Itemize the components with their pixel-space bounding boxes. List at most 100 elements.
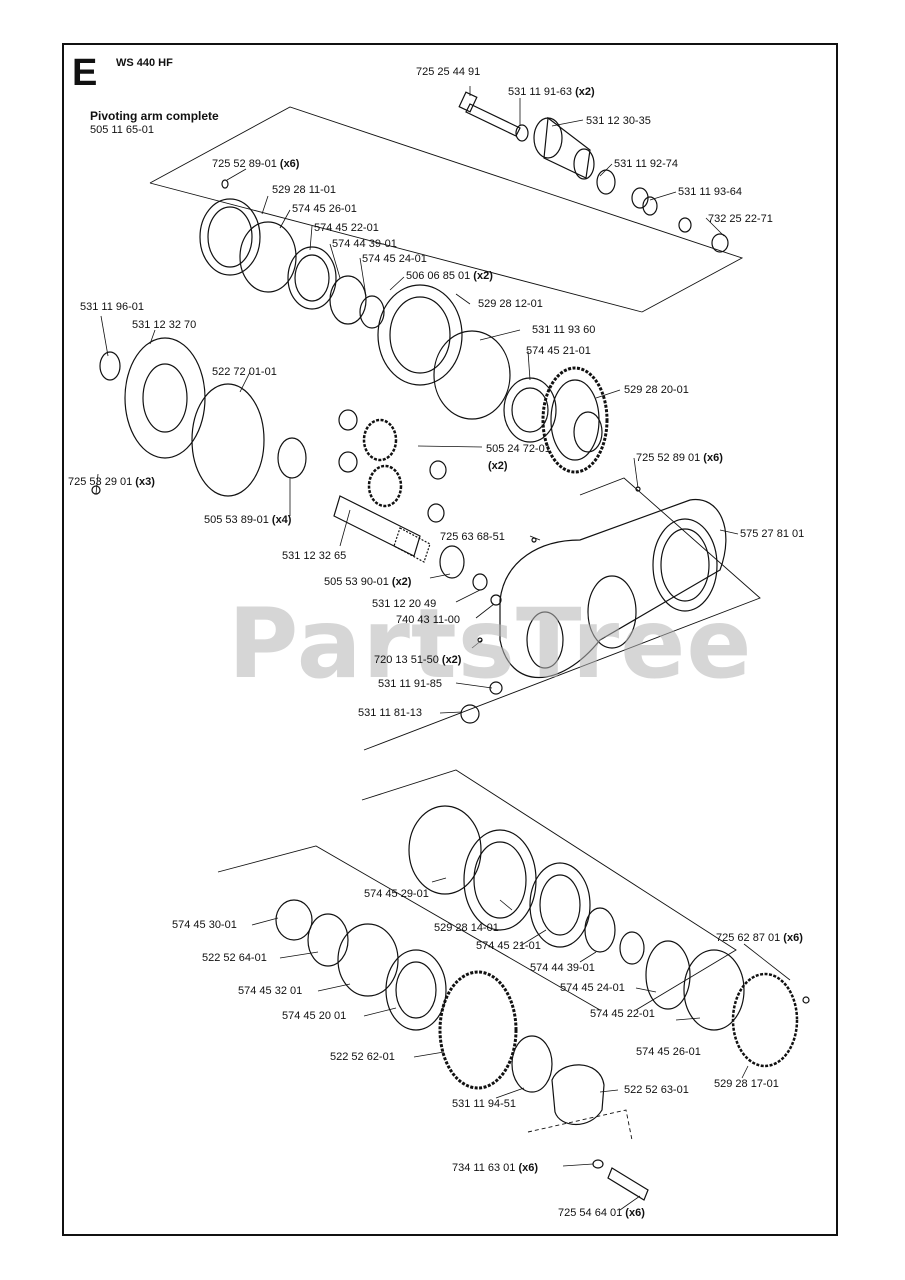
gear-upper [541, 366, 609, 474]
part-label-p09[interactable]: 574 45 26-01 [292, 203, 357, 215]
part-number: 725 52 89-01 [212, 158, 277, 170]
part-number: 529 28 14-01 [434, 922, 499, 934]
part-number: 506 06 85 01 [406, 270, 471, 282]
part-label-p24[interactable]: 725 53 29 01 (x3) [68, 476, 155, 488]
part-number: 725 62 87 01 [716, 932, 781, 944]
part-number: 725 54 64 01 [558, 1207, 623, 1219]
part-label-p41[interactable]: 574 44 39-01 [530, 962, 595, 974]
assembly-part-number: 505 11 65-01 [90, 124, 155, 136]
part-quantity: (x2) [572, 86, 595, 98]
part-label-p44[interactable]: 574 45 22-01 [590, 1008, 655, 1020]
part-label-p27[interactable]: 575 27 81 01 [740, 528, 804, 540]
part-label-p11[interactable]: 574 44 39-01 [332, 238, 397, 250]
part-label-p21[interactable]: 505 24 72-01 [486, 443, 551, 455]
part-label-p17[interactable]: 531 11 93 60 [532, 324, 595, 336]
part-number: 522 52 64-01 [202, 952, 267, 964]
part-label-p49[interactable]: 522 52 63-01 [624, 1084, 689, 1096]
seal-plates-upper [199, 179, 557, 443]
part-label-p45[interactable]: 574 45 20 01 [282, 1010, 346, 1022]
part-label-p26[interactable]: 725 63 68-51 [440, 531, 505, 543]
part-label-p06[interactable]: 732 25 22-71 [708, 213, 773, 225]
part-label-p14[interactable]: 529 28 12-01 [478, 298, 543, 310]
part-number: 574 44 39-01 [332, 238, 397, 250]
part-label-p10[interactable]: 574 45 22-01 [314, 222, 379, 234]
part-quantity: (x6) [780, 932, 803, 944]
part-label-p51[interactable]: 734 11 63 01 (x6) [452, 1162, 538, 1174]
planet-gears [338, 409, 447, 523]
part-number: 740 43 11-00 [396, 614, 461, 626]
partstree-watermark: PartsTree [228, 588, 753, 700]
part-label-p13[interactable]: 506 06 85 01 (x2) [406, 270, 493, 282]
part-label-p38[interactable]: 574 45 21-01 [476, 940, 541, 952]
part-number: 574 45 22-01 [314, 222, 379, 234]
part-label-p02[interactable]: 531 11 91-63 (x2) [508, 86, 595, 98]
part-number: 574 45 32 01 [238, 985, 303, 997]
part-label-p50[interactable]: 531 11 94-51 [452, 1098, 516, 1110]
part-label-p08[interactable]: 529 28 11-01 [272, 184, 336, 196]
leader-lines [95, 86, 791, 1211]
part-number: 574 45 29-01 [364, 888, 429, 900]
part-number: 531 12 32 65 [282, 550, 347, 562]
part-label-p16[interactable]: 531 12 32 70 [132, 319, 196, 331]
part-label-p12[interactable]: 574 45 24-01 [362, 253, 427, 265]
part-label-p28[interactable]: 531 12 32 65 [282, 550, 346, 562]
part-number: 531 11 92-74 [614, 158, 679, 170]
group-outline-lower [361, 769, 737, 1011]
part-label-p20[interactable]: 529 28 20-01 [624, 384, 689, 396]
part-number: 531 11 94-51 [452, 1098, 517, 1110]
part-label-p01[interactable]: 725 25 44 91 [416, 66, 480, 78]
part-number: 531 12 32 70 [132, 319, 197, 331]
part-label-p15[interactable]: 531 11 96-01 [80, 301, 144, 313]
part-label-p42[interactable]: 574 45 24-01 [560, 982, 625, 994]
part-label-p31[interactable]: 740 43 11-00 [396, 614, 460, 626]
part-label-p36[interactable]: 574 45 30-01 [172, 919, 237, 931]
part-number: 574 45 30-01 [172, 919, 237, 931]
part-label-p48[interactable]: 529 28 17-01 [714, 1078, 779, 1090]
part-number: 505 24 72-01 [486, 443, 551, 455]
model-name: WS 440 HF [116, 57, 173, 69]
diagram-frame [62, 43, 838, 1236]
part-label-p40[interactable]: 522 52 64-01 [202, 952, 267, 964]
part-label-p03[interactable]: 531 12 30-35 [586, 115, 651, 127]
part-quantity: (x2) [388, 576, 412, 588]
part-label-p25[interactable]: 505 53 89-01 (x4) [204, 514, 291, 526]
part-label-p39[interactable]: 725 62 87 01 (x6) [716, 932, 803, 944]
part-label-p33[interactable]: 531 11 91-85 [378, 678, 442, 690]
part-label-p29[interactable]: 505 53 90-01 (x2) [324, 576, 411, 588]
part-number: 574 45 21-01 [526, 345, 591, 357]
part-label-p30[interactable]: 531 12 20 49 [372, 598, 436, 610]
group-outline-upper [149, 106, 744, 313]
pivoting-arm-housing [460, 486, 727, 724]
part-label-p47[interactable]: 522 52 62-01 [330, 1051, 395, 1063]
part-label-p05[interactable]: 531 11 93-64 [678, 186, 742, 198]
wheel-hub-assembly [275, 805, 810, 1201]
part-label-p52[interactable]: 725 54 64 01 (x6) [558, 1207, 645, 1219]
part-label-p23[interactable]: 725 52 89 01 (x6) [636, 452, 723, 464]
drive-shaft-assembly [458, 91, 729, 253]
part-number: 529 28 12-01 [478, 298, 543, 310]
part-number: 531 11 81-13 [358, 707, 423, 719]
part-label-p07[interactable]: 725 52 89-01 (x6) [212, 158, 299, 170]
part-label-p34[interactable]: 531 11 81-13 [358, 707, 422, 719]
part-label-p22[interactable]: (x2) [488, 460, 508, 472]
part-label-p32[interactable]: 720 13 51-50 (x2) [374, 654, 461, 666]
part-number: 531 11 93-64 [678, 186, 743, 198]
part-label-p46[interactable]: 574 45 26-01 [636, 1046, 701, 1058]
section-letter: E [72, 52, 98, 94]
part-label-p43[interactable]: 574 45 32 01 [238, 985, 302, 997]
part-quantity: (x2) [488, 460, 508, 472]
part-label-p18[interactable]: 574 45 21-01 [526, 345, 591, 357]
part-number: 531 12 20 49 [372, 598, 437, 610]
part-number: 522 52 62-01 [330, 1051, 395, 1063]
part-number: 732 25 22-71 [708, 213, 773, 225]
part-number: 522 52 63-01 [624, 1084, 689, 1096]
part-label-p35[interactable]: 574 45 29-01 [364, 888, 429, 900]
part-number: 574 45 22-01 [590, 1008, 655, 1020]
part-number: 734 11 63 01 [452, 1162, 516, 1174]
part-label-p04[interactable]: 531 11 92-74 [614, 158, 678, 170]
part-label-p37[interactable]: 529 28 14-01 [434, 922, 499, 934]
part-label-p19[interactable]: 522 72 01-01 [212, 366, 277, 378]
part-number: 505 53 90-01 [324, 576, 389, 588]
part-number: 574 45 21-01 [476, 940, 541, 952]
